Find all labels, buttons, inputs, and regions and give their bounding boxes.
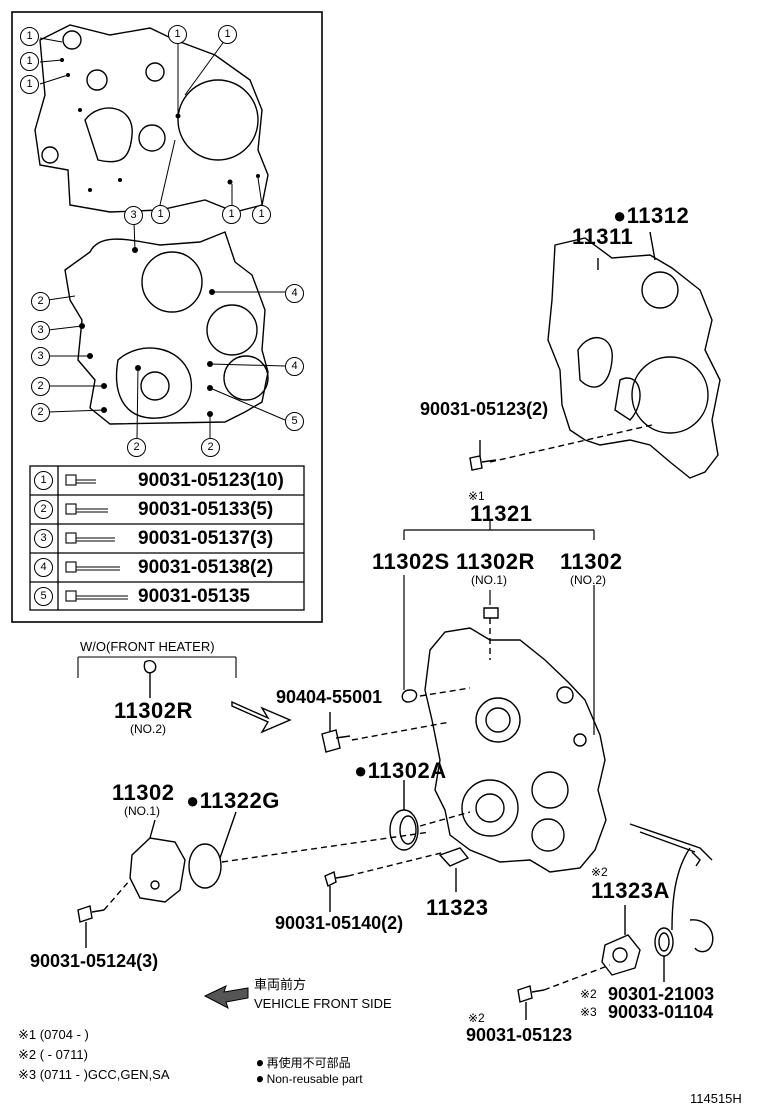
vehicle-front-arrow-icon [203, 985, 249, 1010]
callout-4: 4 [285, 284, 304, 303]
callout-1: 1 [168, 25, 187, 44]
label-90404: 90404-55001 [276, 687, 383, 707]
front-label-en: VEHICLE FRONT SIDE [254, 996, 392, 1011]
table-row-2-part: 90031-05133(5) [138, 499, 274, 520]
label-11302-left: 11302 [112, 780, 175, 805]
table-row-1-part: 90031-05123(10) [138, 470, 284, 491]
label-90301: 90301-21003 [608, 984, 715, 1004]
bolt-top-icon [469, 455, 497, 471]
label-11302R-left: 11302R [114, 698, 193, 723]
direction-arrow-icon [231, 700, 292, 734]
oil-seal-11302A [389, 809, 419, 851]
callout-1: 1 [218, 25, 237, 44]
label-wo-front-heater: W/O(FRONT HEATER) [80, 639, 215, 654]
legend-en: ● Non-reusable part [256, 1072, 363, 1086]
callout-3: 3 [31, 347, 50, 366]
engine-edge [629, 823, 713, 931]
footnote-2: ※2 ( - 0711) [18, 1047, 88, 1062]
mark-2b: ※2 [580, 987, 597, 1001]
inset-frame [11, 11, 323, 623]
label-90033: 90033-01104 [608, 1002, 714, 1022]
label-bolt-left: 90031-05124(3) [30, 951, 159, 971]
plate-11323 [438, 847, 470, 867]
front-label-jp: 車両前方 [254, 977, 307, 992]
callout-2: 2 [201, 438, 220, 457]
gasket-11311-shape [547, 237, 721, 479]
callout-1: 1 [252, 205, 271, 224]
footnote-1: ※1 (0704 - ) [18, 1027, 89, 1042]
sensor-90404-icon [321, 729, 351, 753]
table-row-3-part: 90031-05137(3) [138, 528, 274, 549]
label-no1: (NO.1) [471, 573, 507, 587]
callout-3: 3 [31, 321, 50, 340]
label-11302A: ●11302A [354, 758, 447, 783]
callout-3: 3 [124, 206, 143, 225]
mark-3: ※3 [580, 1005, 597, 1019]
o-ring-11322G [188, 843, 222, 889]
mark-1: ※1 [468, 489, 485, 503]
washer-90301 [654, 927, 674, 957]
label-no2-left: (NO.2) [130, 722, 166, 736]
mark-2a: ※2 [591, 865, 608, 879]
callout-1: 1 [222, 205, 241, 224]
callout-1: 1 [20, 27, 39, 46]
inset-gasket-outline [34, 24, 269, 213]
callout-1: 1 [20, 75, 39, 94]
label-11322G: ●11322G [186, 788, 280, 813]
small-plug-icon [143, 660, 157, 674]
label-11312: ●11312 [613, 203, 690, 228]
inset-cover-outline [64, 231, 269, 425]
table-bolt-icons [65, 474, 128, 602]
label-11302: 11302 [560, 549, 623, 574]
label-11302R: 11302R [456, 549, 535, 574]
inset-gasket-cutout [84, 107, 133, 163]
label-bolt-br: 90031-05123 [466, 1025, 573, 1045]
diagram-code: 114515H [690, 1091, 742, 1106]
callout-5: 5 [285, 412, 304, 431]
label-11323: 11323 [426, 895, 489, 920]
callout-2: 2 [31, 377, 50, 396]
table-row-1-number: 1 [34, 471, 53, 490]
label-11311: 11311 [572, 224, 634, 249]
label-no2: (NO.2) [570, 573, 606, 587]
table-row-3-number: 3 [34, 529, 53, 548]
label-bolt-top: 90031-05123(2) [420, 399, 549, 419]
table-row-2-number: 2 [34, 500, 53, 519]
label-11323A: 11323A [591, 878, 670, 903]
mark-2c: ※2 [468, 1011, 485, 1025]
callout-1: 1 [20, 52, 39, 71]
table-row-4-part: 90031-05138(2) [138, 557, 274, 578]
callout-2: 2 [31, 292, 50, 311]
plate-11323A [601, 934, 641, 976]
callout-2: 2 [31, 403, 50, 422]
table-row-4-number: 4 [34, 558, 53, 577]
footnote-3: ※3 (0711 - )GCC,GEN,SA [18, 1067, 170, 1082]
table-row-5-part: 90031-05135 [138, 586, 250, 607]
housing-11302-no1 [129, 837, 186, 903]
label-bolt-mid: 90031-05140(2) [275, 913, 404, 933]
label-no1-left: (NO.1) [124, 804, 160, 818]
callout-2: 2 [127, 438, 146, 457]
label-11302S: 11302S [372, 549, 450, 574]
timing-cover-shape [424, 627, 607, 873]
callout-1: 1 [151, 205, 170, 224]
label-11321: 11321 [470, 501, 533, 526]
legend-jp: ● 再使用不可部品 [256, 1056, 351, 1070]
callout-4: 4 [285, 357, 304, 376]
table-row-5-number: 5 [34, 587, 53, 606]
